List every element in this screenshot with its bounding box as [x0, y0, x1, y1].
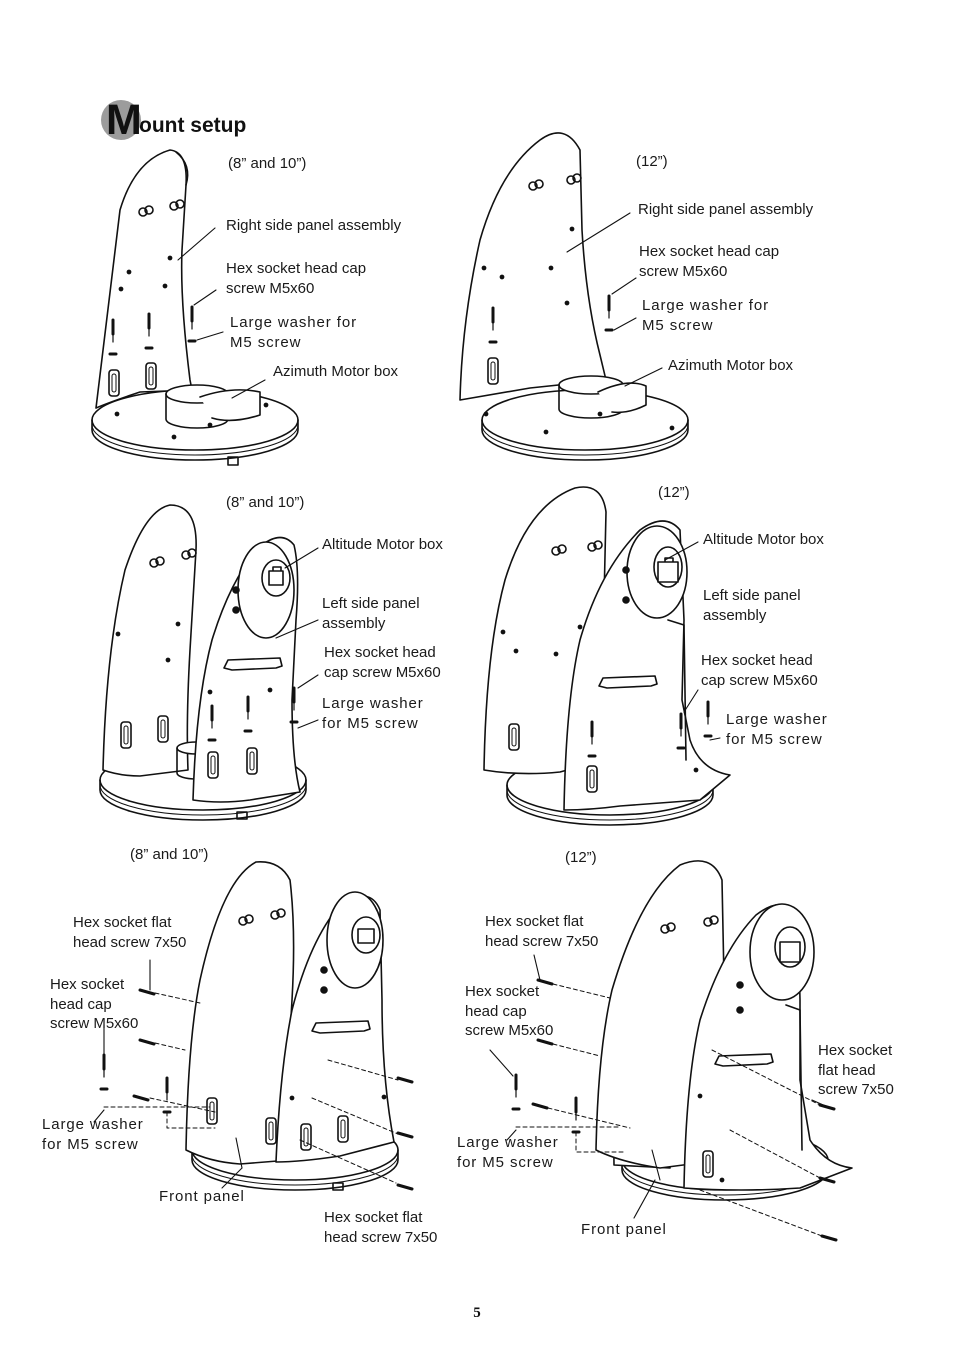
- panel-2-size: (12”): [636, 153, 668, 170]
- panel-4-label-altitude-motor: Altitude Motor box: [703, 531, 824, 548]
- panel-2-label-right-side-panel: Right side panel assembly: [638, 201, 814, 218]
- panel-1-label-right-side-panel: Right side panel assembly: [226, 217, 402, 234]
- heading-initial-badge: M: [101, 96, 145, 144]
- page-number: 5: [473, 1305, 481, 1321]
- panel-3-drawing: [99, 505, 307, 821]
- panel-3-label-cap-screw: Hex socket head cap screw M5x60: [324, 644, 441, 681]
- panel-3-label-altitude-motor: Altitude Motor box: [322, 536, 443, 553]
- panel-4-label-left-side-panel: Left side panel assembly: [703, 587, 801, 624]
- panel-5-label-front-panel: Front panel: [159, 1188, 245, 1205]
- panel-6-size: (12”): [565, 849, 597, 866]
- panel-4-size: (12”): [658, 484, 690, 501]
- panel-5-label-cap-screw: Hex socket head cap screw M5x60: [50, 976, 139, 1032]
- panel-6-label-cap-screw: Hex socket head cap screw M5x60: [465, 983, 554, 1039]
- panel-6-label-front-panel: Front panel: [581, 1221, 667, 1238]
- panel-2-label-cap-screw: Hex socket head cap screw M5x60: [639, 243, 780, 280]
- panel-5-drawing: [99, 862, 414, 1191]
- panel-6-drawing: [511, 861, 852, 1242]
- panel-2-drawing: [460, 133, 689, 461]
- panel-5-label-flat-screw-bottom: Hex socket flat head screw 7x50: [324, 1209, 438, 1246]
- panel-5-size: (8” and 10”): [130, 846, 209, 863]
- panel-4-label-cap-screw: Hex socket head cap screw M5x60: [701, 652, 818, 689]
- panel-2-label-washer: Large washer for M5 screw: [642, 297, 769, 334]
- panel-4-label-washer: Large washer for M5 screw: [726, 711, 828, 748]
- heading-initial: M: [106, 96, 142, 144]
- heading-badge-circle: [101, 100, 141, 140]
- panel-3-label-left-side-panel: Left side panel assembly: [322, 595, 420, 632]
- panel-2-label-azimuth-motor: Azimuth Motor box: [668, 357, 794, 374]
- panel-1-label-washer: Large washer for M5 screw: [230, 314, 357, 351]
- panel-5-label-washer: Large washer for M5 screw: [42, 1116, 144, 1153]
- panel-1-label-cap-screw: Hex socket head cap screw M5x60: [226, 260, 367, 297]
- section-heading: M ount setup: [101, 96, 247, 144]
- panel-4-drawing: [484, 487, 730, 826]
- panel-1-label-azimuth-motor: Azimuth Motor box: [273, 363, 399, 380]
- leader-lines: [94, 213, 830, 1218]
- panel-3-label-washer: Large washer for M5 screw: [322, 695, 424, 732]
- panel-3-size: (8” and 10”): [226, 494, 305, 511]
- panel-6-label-flat-screw-top: Hex socket flat head screw 7x50: [485, 913, 599, 950]
- panel-1-size: (8” and 10”): [228, 155, 307, 172]
- panel-5-label-flat-screw-top: Hex socket flat head screw 7x50: [73, 914, 187, 951]
- heading-title: ount setup: [139, 114, 247, 137]
- panel-1-drawing: [91, 150, 299, 465]
- panel-6-label-washer: Large washer for M5 screw: [457, 1134, 559, 1171]
- panel-6-label-flat-screw-right: Hex socket flat head screw 7x50: [818, 1042, 894, 1098]
